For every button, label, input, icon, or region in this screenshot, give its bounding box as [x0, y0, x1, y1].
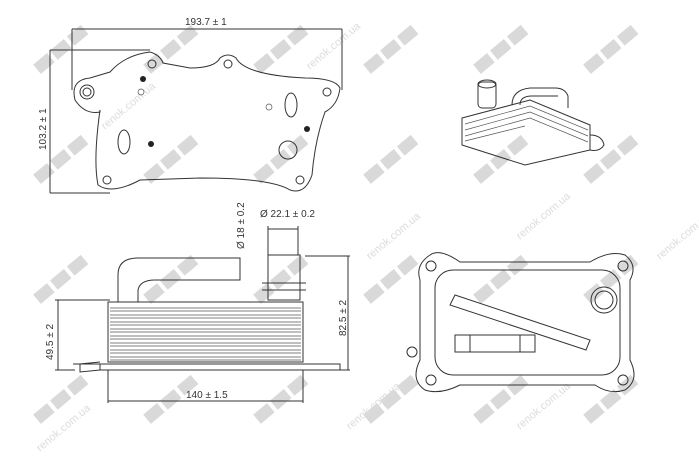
isometric-view [461, 79, 605, 166]
nrf-logo-watermark [253, 134, 309, 184]
nrf-logo-watermark [363, 24, 419, 74]
nrf-logo-watermark [33, 254, 89, 304]
nrf-logo-watermark [583, 24, 639, 74]
site-watermark: renok.com.ua [99, 80, 158, 133]
width-dim-label: 193.7 ± 1 [185, 17, 227, 28]
nrf-logo-watermark [253, 254, 309, 304]
nrf-logo-watermark [33, 374, 89, 424]
height-dimension-line [49, 49, 150, 194]
site-watermark: renok.com.ua [304, 20, 363, 73]
cooler-fin [110, 335, 301, 340]
nrf-logo-watermark [143, 374, 199, 424]
site-watermark: renok.com.ua [514, 190, 573, 243]
cooler-fin [110, 356, 301, 361]
top-view: 193.7 ± 1 103.2 ± 1 [38, 17, 343, 194]
site-watermark: renok.com.ua [344, 380, 403, 433]
cooler-fin [110, 314, 301, 319]
nrf-logo-watermark [363, 374, 419, 424]
cooler-fin [110, 349, 301, 354]
nrf-logo-watermark [363, 134, 419, 184]
nrf-logo-watermark [583, 374, 639, 424]
pipe-diameter-label: Ø 18 ± 0.2 [236, 202, 247, 249]
nrf-logo-watermark [583, 134, 639, 184]
site-watermark: renok.com.ua [654, 210, 699, 263]
cooler-fin [110, 321, 301, 326]
pipe-elbow [117, 257, 241, 302]
nrf-logo-watermark [143, 254, 199, 304]
site-watermark: renok.com.ua [364, 210, 423, 263]
fitting-diameter-label: Ø 22.1 ± 0.2 [260, 209, 315, 220]
nrf-logo-watermark [253, 374, 309, 424]
nrf-logo-watermark [33, 24, 89, 74]
nrf-logo-watermark [253, 24, 309, 74]
total-height-label: 82.5 ± 2 [338, 299, 349, 336]
nrf-logo-watermark [363, 254, 419, 304]
body-height-label: 49.5 ± 2 [45, 323, 56, 360]
nrf-logo-watermark [473, 134, 529, 184]
length-dim-label: 140 ± 1.5 [186, 390, 228, 401]
height-dim-label: 103.2 ± 1 [38, 108, 49, 150]
cooler-fin [110, 342, 301, 347]
top-plate-outline [73, 51, 341, 192]
nrf-logo-watermark [473, 24, 529, 74]
nrf-logo-watermark [143, 134, 199, 184]
nrf-logo-watermark [143, 24, 199, 74]
cooler-fin [110, 307, 301, 312]
nrf-logo-watermark [473, 374, 529, 424]
bottom-view [406, 252, 635, 393]
width-dimension-line [71, 28, 343, 90]
nrf-watermark-layer: renok.com.ua renok.com.ua renok.com.ua reno… [33, 20, 699, 454]
nrf-logo-watermark [33, 134, 89, 184]
side-view: Ø 22.1 ± 0.2 Ø 18 ± 0.2 82.5 ± 2 49.5 ± … [45, 202, 350, 403]
cooler-fin [110, 328, 301, 333]
